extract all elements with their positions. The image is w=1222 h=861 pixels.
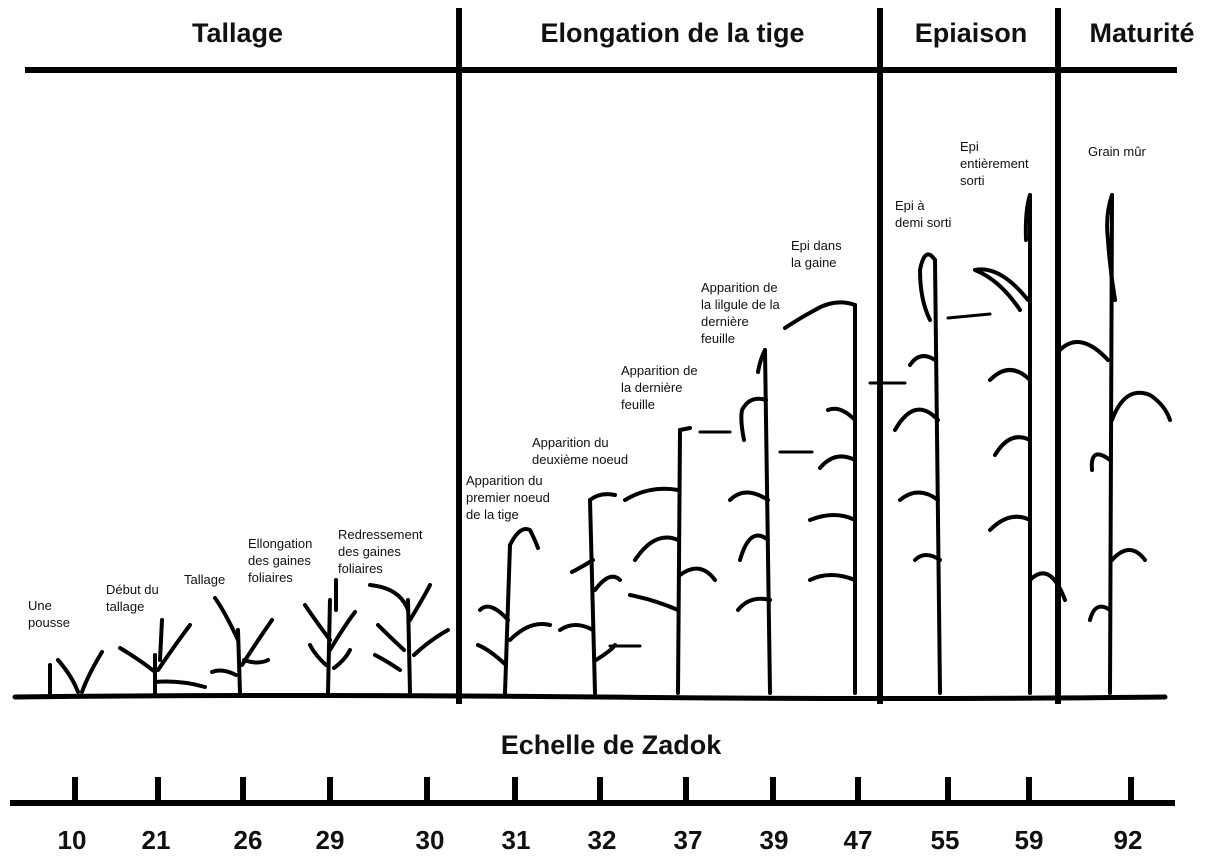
scale-value-31: 31 bbox=[501, 825, 531, 855]
stage-label-32: Apparition du deuxième noeud bbox=[532, 435, 629, 467]
plant-stage-30 bbox=[368, 583, 450, 695]
scale-value-55: 55 bbox=[930, 825, 960, 855]
scale-value-10: 10 bbox=[57, 825, 87, 855]
scale-value-47: 47 bbox=[843, 825, 873, 855]
phase-separator-1 bbox=[456, 8, 462, 704]
header-rule bbox=[25, 67, 1177, 73]
plant-stage-26 bbox=[210, 596, 274, 695]
scale-value-92: 92 bbox=[1113, 825, 1143, 855]
stage-label-37: Apparition de la dernière feuille bbox=[621, 363, 698, 412]
scale-value-37: 37 bbox=[673, 825, 703, 855]
stage-label-47: Epi dans la gaine bbox=[791, 238, 842, 270]
stage-label-59: Epi entièrement sorti bbox=[960, 139, 1029, 188]
plant-stage-39 bbox=[728, 348, 814, 695]
scale-title: Echelle de Zadok bbox=[500, 730, 722, 760]
scale-tick-92 bbox=[1128, 777, 1134, 802]
scale-value-21: 21 bbox=[141, 825, 171, 855]
stage-label-21: Début du tallage bbox=[106, 582, 159, 614]
plant-stage-32 bbox=[558, 492, 642, 695]
scale-value-59: 59 bbox=[1014, 825, 1044, 855]
ground-line bbox=[12, 693, 1168, 701]
scale-value-29: 29 bbox=[315, 825, 345, 855]
stage-label-39: Apparition de la lilgule de la dernière … bbox=[701, 280, 780, 346]
scale-tick-21 bbox=[155, 777, 161, 802]
plant-stage-10 bbox=[48, 650, 104, 696]
plant-stage-47 bbox=[783, 300, 907, 695]
plant-stage-59 bbox=[973, 193, 1067, 695]
scale-tick-26 bbox=[240, 777, 246, 802]
stage-label-30: Redressement des gaines foliaires bbox=[338, 527, 423, 576]
phase-separator-3 bbox=[1055, 8, 1061, 704]
stage-label-26: Tallage bbox=[184, 572, 226, 587]
scale-value-39: 39 bbox=[759, 825, 789, 855]
scale-tick-29 bbox=[327, 777, 333, 802]
phase-title-elongation: Elongation de la tige bbox=[540, 18, 805, 48]
scale-axis bbox=[10, 800, 1175, 806]
plant-stage-92 bbox=[1058, 193, 1172, 695]
scale-tick-39 bbox=[770, 777, 776, 802]
plant-stage-55 bbox=[893, 252, 992, 695]
scale-tick-47 bbox=[855, 777, 861, 802]
scale-value-26: 26 bbox=[233, 825, 263, 855]
scale-tick-37 bbox=[683, 777, 689, 802]
phase-title-maturite: Maturité bbox=[1089, 18, 1195, 48]
phase-separator-2 bbox=[877, 8, 883, 704]
stage-label-31: Apparition du premier noeud de la tige bbox=[466, 473, 550, 522]
scale-tick-30 bbox=[424, 777, 430, 802]
stage-label-92: Grain mûr bbox=[1088, 144, 1146, 159]
stage-label-10: Une pousse bbox=[28, 598, 70, 630]
scale-tick-10 bbox=[72, 777, 78, 802]
scale-tick-32 bbox=[597, 777, 603, 802]
plant-stage-37 bbox=[623, 426, 732, 695]
plant-stage-21 bbox=[118, 618, 207, 695]
scale-value-30: 30 bbox=[415, 825, 445, 855]
phase-title-tallage: Tallage bbox=[191, 18, 284, 48]
stage-label-29: Ellongation des gaines foliaires bbox=[248, 536, 313, 585]
scale-tick-59 bbox=[1026, 777, 1032, 802]
plant-stage-29 bbox=[303, 578, 357, 695]
scale-tick-55 bbox=[945, 777, 951, 802]
phase-title-epiaison: Epiaison bbox=[914, 18, 1028, 48]
plant-stage-31 bbox=[476, 527, 552, 695]
stage-label-55: Epi à demi sorti bbox=[895, 198, 952, 230]
scale-tick-31 bbox=[512, 777, 518, 802]
scale-value-32: 32 bbox=[587, 825, 617, 855]
